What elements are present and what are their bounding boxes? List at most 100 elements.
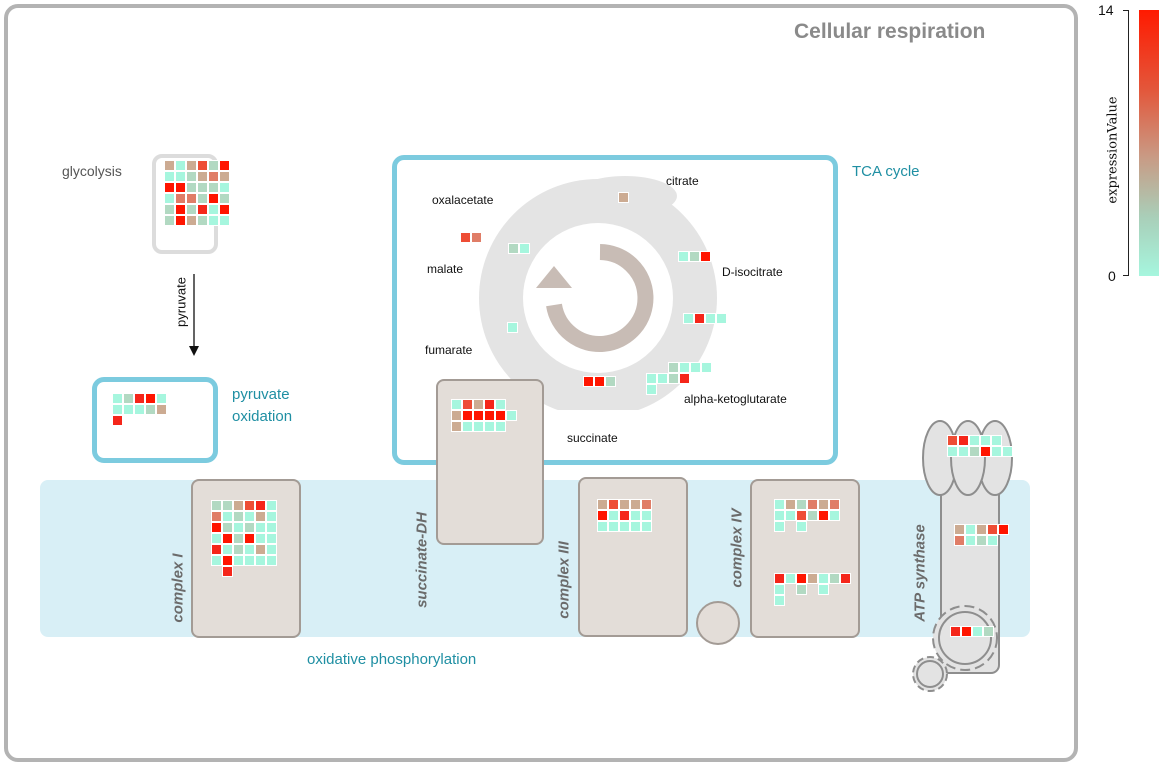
legend-title: expressionValue [1105, 96, 1121, 204]
gene-cell [998, 524, 1009, 535]
gene-cell [976, 535, 987, 546]
gene-cell [134, 393, 145, 404]
gene-cell [197, 204, 208, 215]
gene-cell [255, 500, 266, 511]
gene-cell [244, 555, 255, 566]
pyruvate-oxidation-label-line2: oxidation [232, 408, 293, 425]
gene-cell [175, 160, 186, 171]
gene-cell [186, 215, 197, 226]
gene-cell [506, 410, 517, 421]
gene-cell [987, 524, 998, 535]
gene-cell [668, 384, 679, 395]
gene-cell [583, 376, 594, 387]
gene-cell [233, 544, 244, 555]
gene-cell [965, 535, 976, 546]
gene-cell [222, 544, 233, 555]
gene-cell [473, 421, 484, 432]
gene-cell [630, 499, 641, 510]
gene-cell [175, 215, 186, 226]
gene-cell [807, 521, 818, 532]
gene-cell [657, 362, 668, 373]
gene-cell [219, 193, 230, 204]
gene-cell [145, 404, 156, 415]
gene-cell [145, 393, 156, 404]
gene-cell [244, 544, 255, 555]
gene-cell [840, 573, 851, 584]
gene-cell [947, 435, 958, 446]
gene-cell [807, 584, 818, 595]
gene-cell [701, 373, 712, 384]
gene-cell [597, 510, 608, 521]
fumarate-label: fumarate [425, 343, 473, 357]
gene-cell [211, 522, 222, 533]
gene-cell [774, 573, 785, 584]
gene-cell [266, 566, 277, 577]
alpha-ketoglutarate-label: alpha-ketoglutarate [684, 392, 787, 406]
gene-cell [657, 373, 668, 384]
cytochrome-c [696, 601, 740, 645]
gene-cell [244, 500, 255, 511]
gene-cell [164, 215, 175, 226]
gene-cell [679, 384, 690, 395]
atp-synthase-label: ATP synthase [911, 524, 929, 622]
gene-cell [961, 626, 972, 637]
gene-cell [774, 584, 785, 595]
gene-cell [976, 524, 987, 535]
complex-iii-heatmap [597, 499, 652, 532]
gene-cell [164, 160, 175, 171]
gene-cell [690, 362, 701, 373]
gene-cell [462, 421, 473, 432]
gene-cell [774, 499, 785, 510]
d-isocitrate-heatmap [678, 251, 711, 262]
gene-cell [186, 182, 197, 193]
pyruvate-oxidation-box [92, 377, 218, 463]
gene-cell [219, 204, 230, 215]
gene-cell [219, 171, 230, 182]
gene-cell [460, 232, 471, 243]
gene-cell [244, 566, 255, 577]
gene-cell [197, 171, 208, 182]
fumarate-heatmap [507, 322, 518, 333]
gene-cell [186, 193, 197, 204]
gene-cell [690, 373, 701, 384]
gene-cell [1009, 535, 1020, 546]
gene-cell [255, 533, 266, 544]
gene-cell [818, 584, 829, 595]
gene-cell [641, 521, 652, 532]
gene-cell [208, 215, 219, 226]
gene-cell [156, 404, 167, 415]
gene-cell [112, 404, 123, 415]
gene-cell [164, 204, 175, 215]
oxidative-phosphorylation-label: oxidative phosphorylation [307, 651, 477, 668]
gene-cell [630, 510, 641, 521]
gene-cell [608, 521, 619, 532]
complex-iv-bottom-heatmap [774, 573, 851, 606]
gene-cell [796, 573, 807, 584]
gene-cell [1002, 446, 1013, 457]
gene-cell [233, 500, 244, 511]
gene-cell [983, 626, 994, 637]
gene-cell [484, 410, 495, 421]
gene-cell [605, 376, 616, 387]
gene-cell [266, 533, 277, 544]
gene-cell [451, 421, 462, 432]
gene-cell [175, 193, 186, 204]
gene-cell [197, 193, 208, 204]
gene-cell [266, 555, 277, 566]
d-isocitrate-heatmap-2 [683, 313, 727, 324]
gene-cell [954, 535, 965, 546]
oxalacetate-heatmap [460, 232, 482, 243]
complex-iii-label: complex III [555, 541, 573, 619]
citrate-label: citrate [666, 174, 699, 188]
gene-cell [222, 533, 233, 544]
complex-i-label: complex I [169, 553, 187, 623]
gene-cell [244, 511, 255, 522]
legend-min-label: 0 [1108, 268, 1116, 284]
legend-tick-max [1123, 10, 1128, 11]
gene-cell [796, 595, 807, 606]
gene-cell [840, 595, 851, 606]
gene-cell [266, 511, 277, 522]
succinate-dh-heatmap [451, 399, 517, 432]
gene-cell [619, 521, 630, 532]
gene-cell [208, 171, 219, 182]
